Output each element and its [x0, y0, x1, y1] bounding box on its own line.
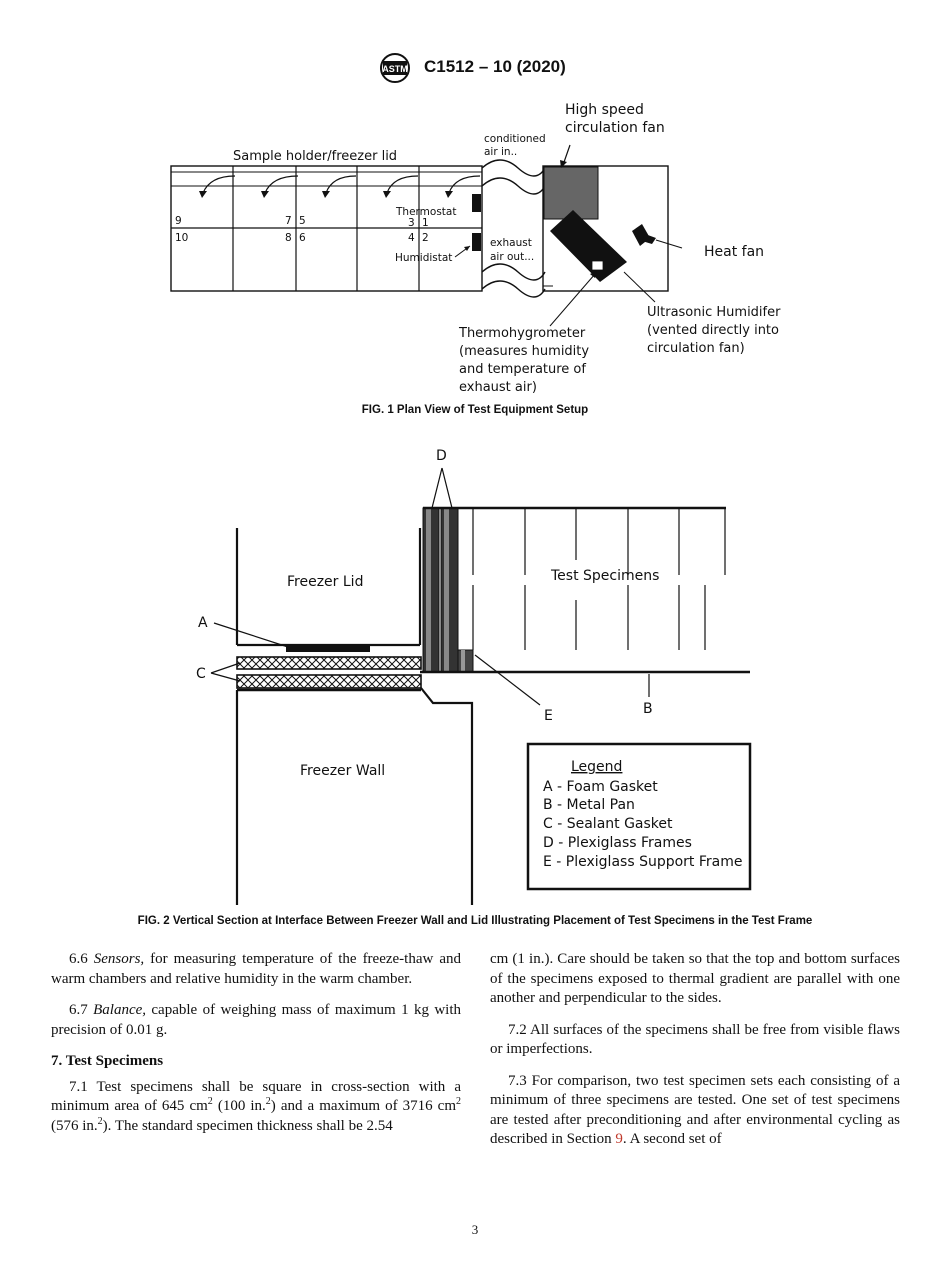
fig1-high-speed-1: High speed: [565, 102, 644, 118]
fig1-heat-fan-label: Heat fan: [704, 244, 764, 260]
legend-item: C - Sealant Gasket: [543, 816, 673, 832]
fig2-label-c: C: [196, 666, 206, 682]
fig1-exhaust-2: air out...: [490, 251, 534, 263]
legend-box: [526, 742, 752, 891]
ultrasonic-humidifier: [550, 210, 627, 282]
figure-2-caption: FIG. 2 Vertical Section at Interface Bet…: [137, 915, 813, 927]
astm-logo-icon: ASTM: [380, 53, 410, 83]
warm-chamber-box: [542, 165, 669, 292]
fig1-n7: 7: [285, 215, 292, 227]
fig2-test-specimens: Test Specimens: [550, 568, 659, 584]
fig1-n8: 8: [285, 232, 292, 244]
legend-item: D - Plexiglass Frames: [543, 835, 692, 851]
fig1-n5: 5: [299, 215, 306, 227]
fig2-freezer-lid: Freezer Lid: [287, 574, 363, 590]
fig1-thermostat: Thermostat: [395, 206, 456, 218]
figure-1-caption: FIG. 1 Plan View of Test Equipment Setup: [361, 404, 589, 416]
paragraph-6-6: 6.6 Sensors, for measuring temperature o…: [51, 951, 461, 987]
paragraph-6-7: 6.7 Balance, capable of weighing mass of…: [51, 1002, 462, 1038]
fig1-n1: 1: [422, 217, 429, 229]
fig1-n3: 3: [408, 217, 415, 229]
legend-item: B - Metal Pan: [543, 797, 635, 813]
fig1-exhaust-1: exhaust: [490, 237, 532, 249]
fig1-n9: 9: [175, 215, 182, 227]
fig1-n10: 10: [175, 232, 188, 244]
figure-2-vertical-section: Freezer Lid Freezer Wall: [196, 448, 752, 905]
page-number: 3: [471, 1222, 479, 1237]
paragraph-7-1: 7.1 Test specimens shall be square in cr…: [51, 1078, 461, 1134]
section-heading-7: 7. Test Specimens: [51, 1053, 164, 1069]
fig1-conditioned-air-1: conditioned: [484, 133, 546, 145]
fig1-ultrasonic-3: circulation fan): [647, 341, 745, 356]
legend-item: A - Foam Gasket: [543, 779, 658, 795]
page-header: ASTM C1512 – 10 (2020): [0, 52, 950, 86]
legend-item: E - Plexiglass Support Frame: [543, 854, 742, 870]
fig2-label-a: A: [198, 615, 208, 631]
fig1-high-speed-2: circulation fan: [565, 120, 665, 136]
fig1-sample-holder-label: Sample holder/freezer lid: [233, 149, 397, 164]
fig2-label-b: B: [643, 701, 653, 717]
fig1-ultrasonic-2: (vented directly into: [647, 323, 779, 338]
sealant-gasket-top: [236, 656, 422, 670]
fig2-label-d: D: [436, 448, 447, 464]
fig1-conditioned-air-2: air in..: [484, 146, 517, 158]
figure-1-plan-view: 9 7 5 3 1 10 8 6 4 2 Thermostat Humidist…: [170, 102, 781, 395]
standard-code: C1512 – 10 (2020): [424, 57, 566, 76]
fig1-humidistat: Humidistat: [395, 252, 452, 264]
fig1-n2: 2: [422, 232, 429, 244]
fig1-ultrasonic-1: Ultrasonic Humidifer: [647, 305, 781, 320]
svg-text:ASTM: ASTM: [382, 64, 408, 74]
paragraph-7-1-continued: cm (1 in.). Care should be taken so that…: [490, 951, 900, 1006]
sealant-gasket-bottom: [236, 674, 422, 689]
fig1-thermo-3: and temperature of: [459, 362, 586, 377]
section-9-link[interactable]: 9: [615, 1131, 623, 1147]
right-column: cm (1 in.). Care should be taken so that…: [490, 950, 900, 1162]
foam-gasket: [286, 645, 370, 652]
fig1-thermo-2: (measures humidity: [459, 344, 589, 359]
fig2-freezer-wall: Freezer Wall: [300, 763, 385, 779]
fig1-n4: 4: [408, 232, 415, 244]
paragraph-7-2: 7.2 All surfaces of the specimens shall …: [490, 1021, 900, 1058]
circulation-fan: [543, 166, 599, 220]
left-column: 6.6 Sensors, for measuring temperature o…: [51, 950, 461, 1148]
paragraph-7-3: 7.3 For comparison, two test specimen se…: [490, 1072, 900, 1148]
legend-title: Legend: [571, 759, 622, 775]
heat-fan-icon: [632, 224, 683, 249]
fig1-thermo-4: exhaust air): [459, 380, 537, 395]
fig1-thermo-1: Thermohygrometer: [458, 326, 586, 341]
plexiglass-support-frame: [457, 649, 474, 673]
fig2-label-e: E: [544, 708, 553, 724]
fig1-n6: 6: [299, 232, 306, 244]
